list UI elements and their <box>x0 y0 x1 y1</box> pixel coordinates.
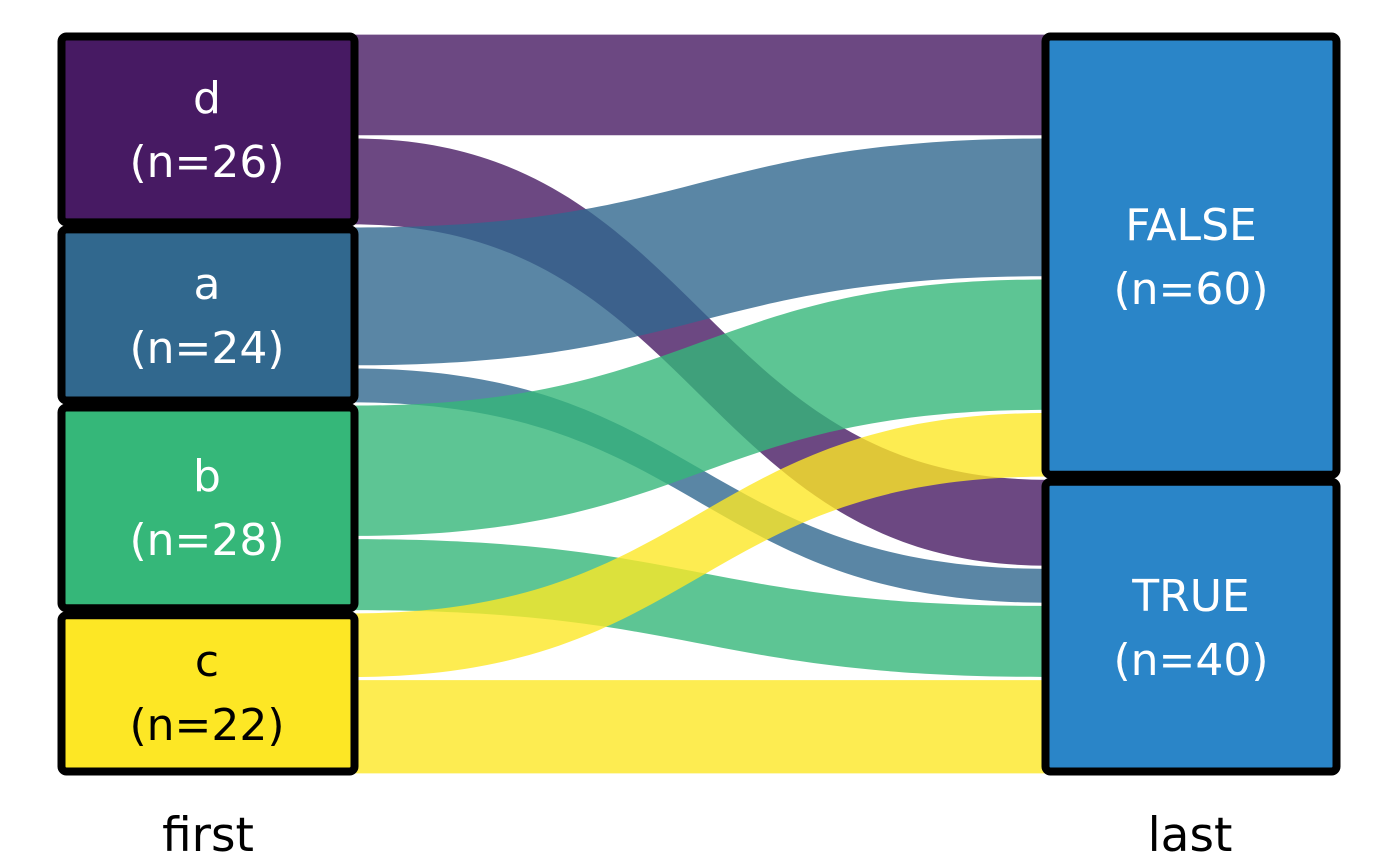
node-TRUE <box>1041 477 1341 776</box>
node-c <box>57 611 359 776</box>
flow-b-FALSE <box>353 279 1047 536</box>
flow-a-TRUE <box>353 368 1047 603</box>
flow-a-FALSE <box>353 138 1047 366</box>
node-a <box>57 225 359 405</box>
flow-c-FALSE <box>353 413 1047 677</box>
flow-c-TRUE <box>353 680 1047 774</box>
node-b <box>57 403 359 613</box>
node-FALSE <box>1041 32 1341 479</box>
flow-d-FALSE <box>353 34 1047 136</box>
node-d <box>57 32 359 227</box>
flow-b-TRUE <box>353 539 1047 677</box>
